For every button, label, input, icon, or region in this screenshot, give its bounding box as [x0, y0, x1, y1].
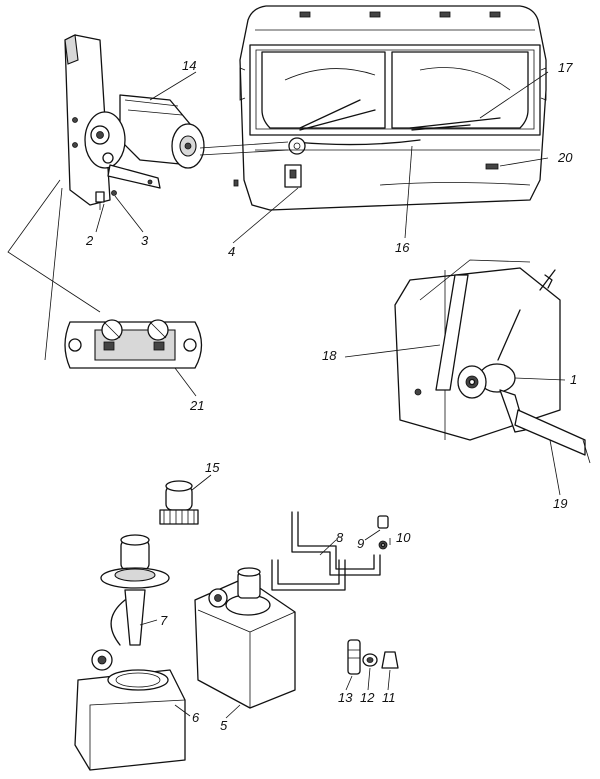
label-2: 2 — [85, 233, 94, 248]
label-1: 1 — [570, 372, 577, 387]
label-12: 12 — [360, 690, 375, 705]
label-17: 17 — [558, 60, 573, 75]
label-7: 7 — [160, 613, 168, 628]
part-labels: 14 2 3 4 16 17 20 21 18 1 19 15 7 6 5 8 … — [85, 58, 577, 733]
washer-tube — [271, 511, 381, 591]
label-13: 13 — [338, 690, 353, 705]
label-18: 18 — [322, 348, 337, 363]
label-9: 9 — [357, 536, 364, 551]
wiper-motor-assembly — [64, 34, 289, 210]
wiper-drive-mechanism — [394, 259, 591, 464]
small-washer-reservoir — [74, 534, 186, 771]
large-washer-reservoir — [194, 567, 296, 709]
label-6: 6 — [192, 710, 200, 725]
label-3: 3 — [141, 233, 149, 248]
fittings-11-12-13 — [347, 639, 399, 675]
cab-front — [233, 5, 547, 211]
label-15: 15 — [205, 460, 220, 475]
label-4: 4 — [228, 244, 235, 259]
label-19: 19 — [553, 496, 567, 511]
leader-lines — [95, 71, 566, 719]
bracket-detail — [7, 179, 203, 369]
label-5: 5 — [220, 718, 228, 733]
label-11: 11 — [382, 690, 396, 705]
reservoir-cap — [159, 480, 199, 525]
label-21: 21 — [189, 398, 204, 413]
label-14: 14 — [182, 58, 196, 73]
label-16: 16 — [395, 240, 410, 255]
label-20: 20 — [557, 150, 573, 165]
label-8: 8 — [336, 530, 344, 545]
label-10: 10 — [396, 530, 411, 545]
fittings-9-10 — [377, 515, 389, 550]
